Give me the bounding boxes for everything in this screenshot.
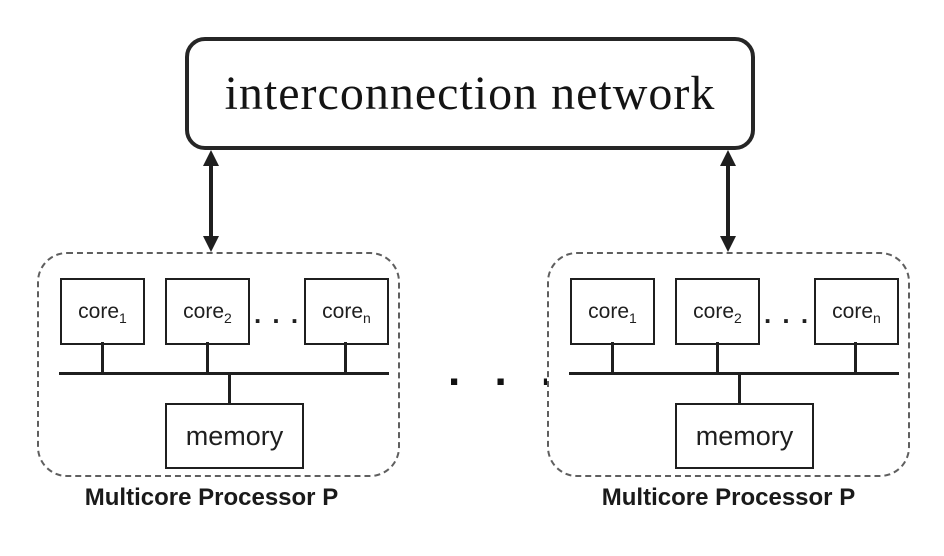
core1-bus-connector bbox=[101, 342, 104, 374]
core-box-n: coren bbox=[304, 278, 389, 345]
bidirectional-arrow-left bbox=[203, 150, 219, 252]
core-ellipsis: . . . bbox=[253, 299, 301, 329]
memory-bus-line bbox=[59, 372, 389, 375]
core-label: coren bbox=[322, 299, 371, 326]
multicore-processor-right: core1 core2 . . . coren memory bbox=[547, 252, 910, 477]
core-box-2: core2 bbox=[165, 278, 250, 345]
core-box-1: core1 bbox=[60, 278, 145, 345]
core2-bus-connector bbox=[716, 342, 719, 374]
memory-bus-line bbox=[569, 372, 899, 375]
core-box-2: core2 bbox=[675, 278, 760, 345]
interconnection-network-box: interconnection network bbox=[185, 37, 755, 150]
core-label: core2 bbox=[183, 299, 232, 326]
memory-label: memory bbox=[695, 420, 794, 451]
coren-bus-connector bbox=[854, 342, 857, 374]
processor-caption-right: Multicore Processor P bbox=[601, 484, 856, 511]
bidirectional-arrow-right bbox=[720, 150, 736, 252]
core2-bus-connector bbox=[206, 342, 209, 374]
core-label: core2 bbox=[693, 299, 742, 326]
memory-bus-connector bbox=[228, 373, 231, 405]
core-box-n: coren bbox=[814, 278, 899, 345]
cluster-ellipsis: . . . bbox=[448, 346, 565, 395]
core-box-1: core1 bbox=[570, 278, 655, 345]
core-label: coren bbox=[832, 299, 881, 326]
memory-bus-connector bbox=[738, 373, 741, 405]
core-label: core1 bbox=[78, 299, 127, 326]
memory-box: memory bbox=[165, 403, 304, 469]
core-ellipsis: . . . bbox=[763, 299, 811, 329]
core1-bus-connector bbox=[611, 342, 614, 374]
multicore-processor-left: core1 core2 . . . coren memory bbox=[37, 252, 400, 477]
coren-bus-connector bbox=[344, 342, 347, 374]
core-label: core1 bbox=[588, 299, 637, 326]
processor-caption-left: Multicore Processor P bbox=[84, 484, 339, 511]
interconnection-network-label: interconnection network bbox=[224, 67, 716, 120]
memory-label: memory bbox=[185, 420, 284, 451]
memory-box: memory bbox=[675, 403, 814, 469]
